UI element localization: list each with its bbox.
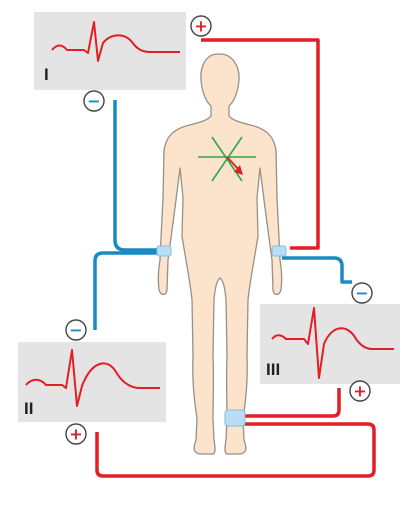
wire-lead-ii-positive (95, 422, 376, 478)
plus-icon: + (69, 425, 82, 444)
lead-i-ecg-trace (51, 21, 180, 62)
wire-lead-i-negative (113, 100, 163, 252)
lead-ii-background (18, 342, 166, 422)
heart-vector-arrow (226, 156, 243, 175)
minus-icon: − (69, 321, 82, 340)
wire-lead-iii-positive (243, 388, 341, 418)
wire-lead-i-positive (201, 38, 320, 250)
lead-iii-negative-marker: − (351, 282, 373, 304)
body-silhouette (157, 53, 283, 455)
minus-icon: − (87, 92, 100, 111)
lead-ii-panel: II (18, 342, 166, 422)
lead-iii-panel: III (260, 304, 400, 384)
lead-ii-negative-marker: − (65, 319, 87, 341)
lead-iii-positive-marker: + (349, 380, 371, 402)
lead-iii-ecg-trace (271, 307, 394, 379)
electrode-right-wrist (156, 245, 172, 257)
lead-i-positive-marker: + (190, 15, 212, 37)
wire-lead-iii-negative (282, 256, 352, 284)
lead-i-negative-marker: − (83, 90, 105, 112)
human-body (156, 53, 287, 455)
electrode-left-wrist (271, 245, 287, 257)
lead-iii-background (260, 304, 400, 384)
lead-iii-label: III (266, 360, 280, 379)
lead-ii-positive-marker: + (65, 423, 87, 445)
lead-i-panel: I (34, 12, 186, 90)
wire-lead-ii-negative (93, 251, 163, 330)
plus-icon: + (194, 17, 207, 36)
lead-i-label: I (44, 65, 49, 84)
lead-ii-ecg-trace (25, 349, 160, 407)
electrode-left-ankle (224, 409, 246, 427)
lead-ii-label: II (24, 399, 33, 418)
minus-icon: − (355, 284, 368, 303)
plus-icon: + (353, 382, 366, 401)
